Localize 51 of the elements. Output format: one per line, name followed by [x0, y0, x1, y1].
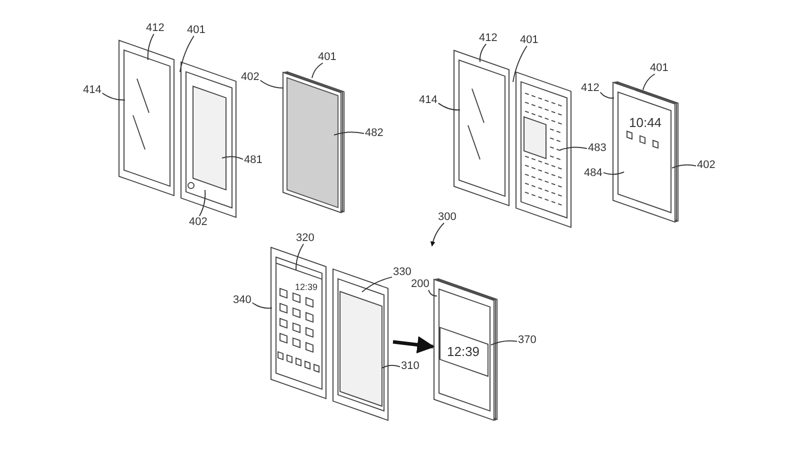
- leader-line: [252, 302, 272, 309]
- leader-line: [642, 74, 656, 90]
- leader-line: [600, 92, 614, 99]
- clock-text: 12:39: [295, 283, 318, 292]
- leader-line: [382, 364, 400, 368]
- leader-line: [362, 276, 392, 292]
- callout-number: 401: [649, 62, 670, 74]
- leader-line: [102, 92, 126, 100]
- callout-number: 401: [519, 34, 540, 46]
- leader-line: [479, 44, 487, 62]
- callout-number: 402: [240, 71, 260, 83]
- callout-number: 414: [82, 84, 102, 96]
- leader-line: [260, 80, 284, 88]
- callout-number: 412: [145, 22, 166, 34]
- callout-number: 340: [232, 294, 252, 306]
- callout-number: 482: [364, 127, 384, 139]
- leader-line: [312, 62, 324, 78]
- leader-line: [147, 34, 154, 60]
- callout-number: 402: [696, 159, 716, 171]
- leader-line: [334, 132, 364, 136]
- reference-arrow: [430, 222, 445, 246]
- callout-number: 483: [587, 142, 608, 154]
- leader-line: [222, 156, 244, 160]
- callout-number: 370: [517, 334, 538, 346]
- callout-number: 300: [437, 211, 458, 223]
- callout-number: 412: [580, 82, 600, 94]
- leader-line: [296, 244, 304, 270]
- callout-number: 401: [186, 24, 206, 36]
- leader-line: [512, 46, 528, 82]
- leader-line: [180, 36, 194, 72]
- clock-text: 10:44: [629, 116, 662, 129]
- callout-number: 401: [317, 51, 338, 63]
- leader-line: [672, 164, 696, 168]
- leader-line: [490, 340, 518, 346]
- clock-text: 12:39: [447, 345, 480, 358]
- callout-number: 330: [392, 266, 412, 278]
- callout-number: 310: [400, 360, 420, 372]
- callout-number: 402: [188, 216, 208, 228]
- callout-number: 484: [583, 167, 604, 179]
- callout-number: 200: [410, 278, 430, 290]
- callout-number: 320: [295, 232, 316, 244]
- leader-line: [560, 146, 588, 150]
- callout-number: 412: [478, 32, 498, 44]
- callout-number: 481: [243, 154, 264, 166]
- leader-line: [428, 290, 438, 296]
- callout-number: 414: [418, 94, 438, 106]
- arrow: [392, 336, 435, 354]
- folded-phone-drawing: [282, 70, 346, 216]
- leader-line: [438, 102, 460, 111]
- leader-line: [198, 190, 206, 216]
- leader-line: [602, 172, 624, 175]
